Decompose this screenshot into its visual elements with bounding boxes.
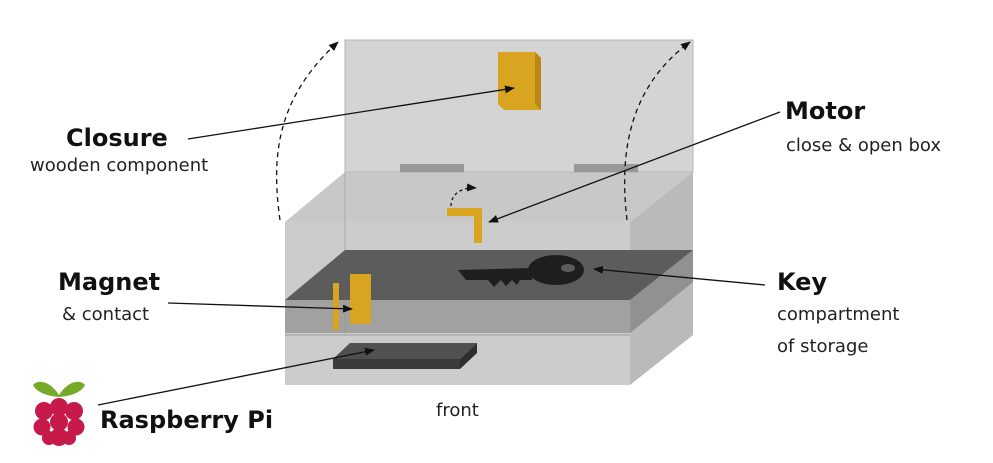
magnet-subtitle: & contact (62, 304, 150, 325)
key-subtitle-line2: of storage (777, 336, 869, 357)
box-top-face (285, 172, 693, 222)
closure-leader (187, 85, 515, 140)
closure-block (498, 52, 541, 110)
raspberry-pi-logo-icon (33, 381, 85, 446)
raspberry-leader (97, 347, 375, 406)
magnet-title: Magnet (58, 268, 161, 296)
closure-block-side (535, 52, 541, 110)
magnet-leader (167, 302, 353, 313)
key-leader (593, 265, 766, 286)
contact-block (333, 283, 339, 330)
lid-motion-arc-right (623, 41, 691, 221)
closure-title: Closure (66, 124, 168, 152)
raspberry-board-top (333, 343, 477, 359)
key-icon (458, 255, 584, 287)
hinge-right (574, 164, 638, 173)
key-title: Key (777, 268, 828, 296)
closure-subtitle: wooden component (30, 155, 209, 176)
motor-title: Motor (785, 97, 866, 125)
front-label: front (436, 400, 479, 421)
motor-subtitle: close & open box (786, 135, 942, 156)
magnet-block (350, 274, 371, 324)
raspberry-title: Raspberry Pi (100, 406, 274, 434)
motor-motion-arc (450, 183, 477, 207)
motor-bracket (447, 208, 482, 243)
hinge-left (400, 164, 464, 173)
motor-leader (488, 111, 781, 223)
key-subtitle-line1: compartment (777, 304, 900, 325)
